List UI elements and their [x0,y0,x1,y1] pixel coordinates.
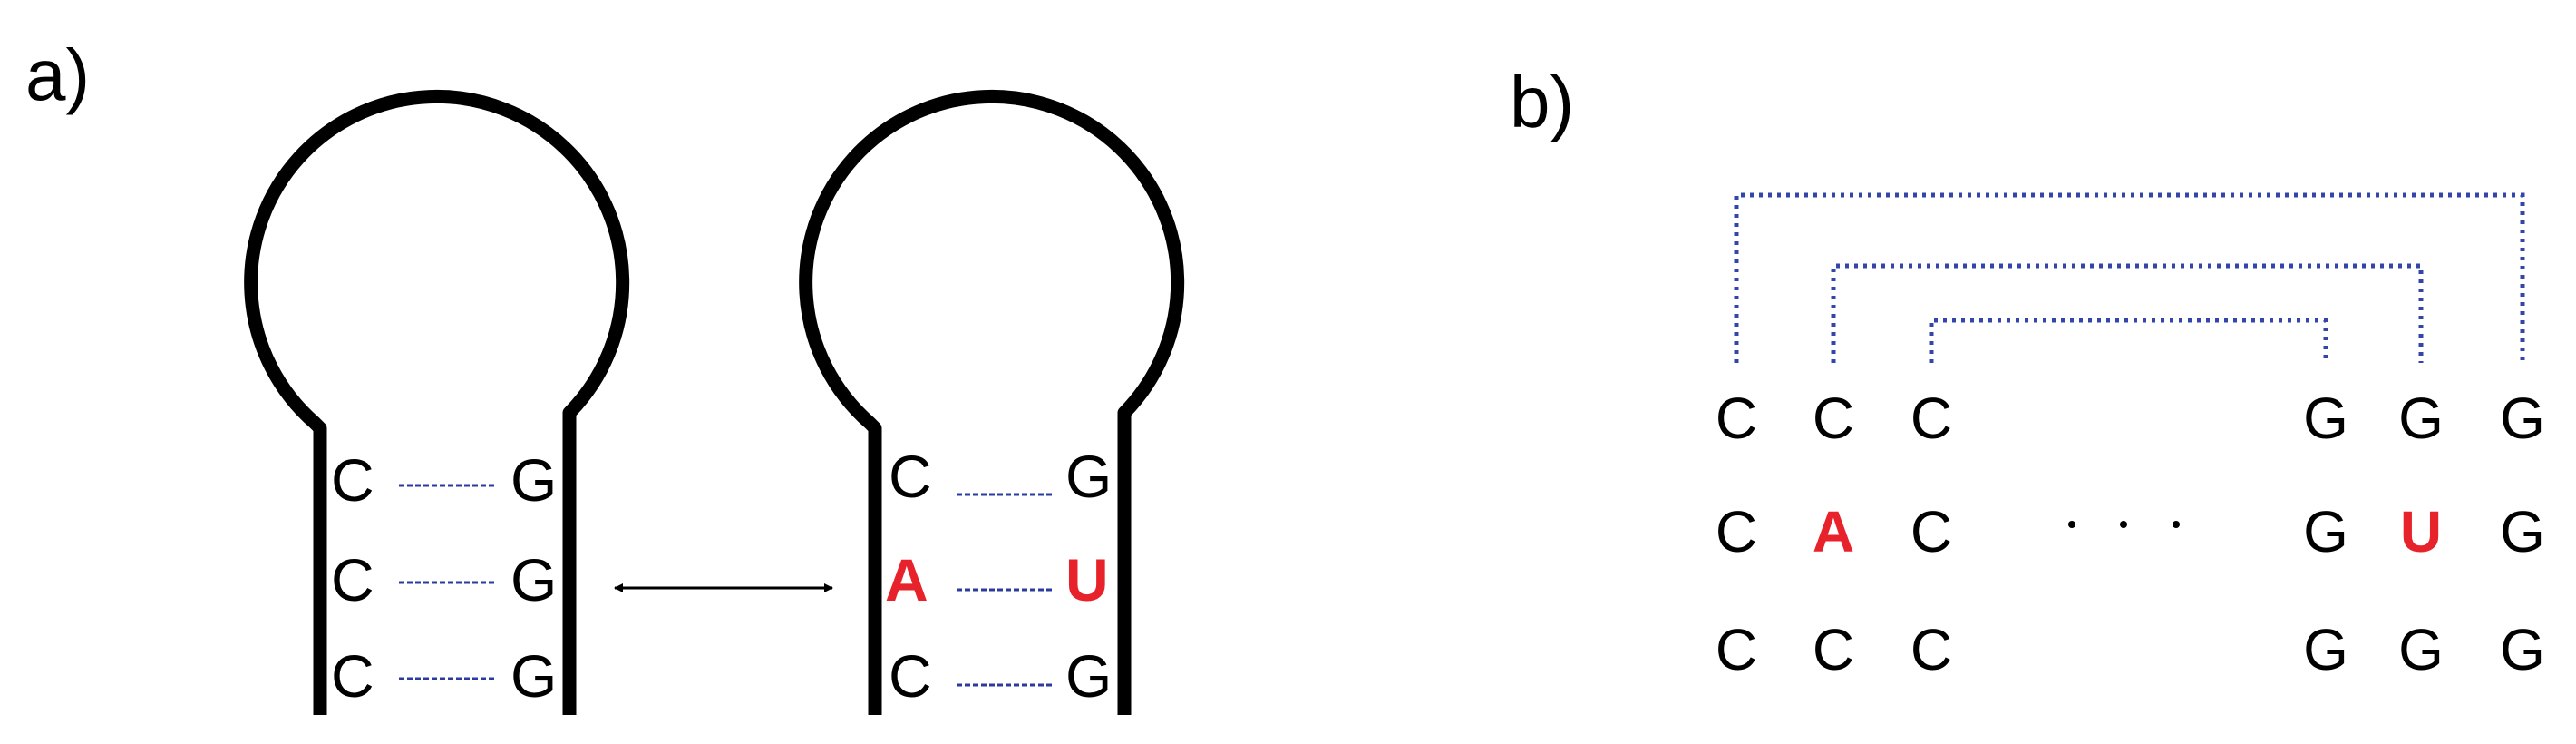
base-c: C [889,642,932,710]
base-g: G [2303,499,2348,564]
panel-b: b) C C C C A C C C C G G [1510,62,2545,682]
base-c: C [1716,386,1757,451]
panel-a: a) C G C G C G C G [25,34,1185,715]
inner-pair-bracket [1929,318,2328,363]
base-g: G [1065,443,1112,510]
right-hairpin: C G A U C G [799,89,1185,715]
pairing-brackets [1734,192,2525,363]
base-c: C [1716,617,1757,682]
ellipsis [2068,521,2180,528]
right-sequence-block: G G G G U G G G G [2303,386,2545,682]
middle-pair-bracket [1831,263,2424,363]
mutated-base-a: A [885,546,928,613]
base-g: G [2500,617,2545,682]
base-g: G [2398,386,2444,451]
base-g: G [2303,386,2348,451]
panel-b-label: b) [1510,62,1574,142]
right-hairpin-pairs: C G A U C G [885,443,1112,710]
ellipsis-dot [2173,521,2180,528]
base-g: G [2303,617,2348,682]
left-sequence-block: C C C C A C C C C [1716,386,1952,682]
base-g: G [1065,642,1112,710]
base-c: C [331,642,374,710]
base-g: G [2398,617,2444,682]
base-c: C [889,443,932,510]
mutated-base-u: U [2400,499,2442,564]
mutated-base-u: U [1065,546,1109,613]
left-hairpin-pairs: C G C G C G [331,446,557,710]
left-hairpin: C G C G C G [244,89,630,715]
base-c: C [1716,499,1757,564]
left-hairpin-backbone [244,89,630,715]
base-g: G [2500,499,2545,564]
ellipsis-dot [2120,521,2127,528]
base-c: C [1813,386,1854,451]
base-g: G [510,446,557,514]
mutated-base-a: A [1813,499,1854,564]
right-hairpin-backbone [799,89,1185,715]
outer-pair-bracket [1734,192,2525,363]
panel-a-label: a) [25,34,90,115]
base-c: C [331,546,374,613]
base-c: C [1910,617,1952,682]
base-c: C [1910,386,1952,451]
base-c: C [331,446,374,514]
base-c: C [1910,499,1952,564]
base-c: C [1813,617,1854,682]
base-g: G [510,642,557,710]
base-g: G [510,546,557,613]
base-g: G [2500,386,2545,451]
ellipsis-dot [2068,521,2075,528]
